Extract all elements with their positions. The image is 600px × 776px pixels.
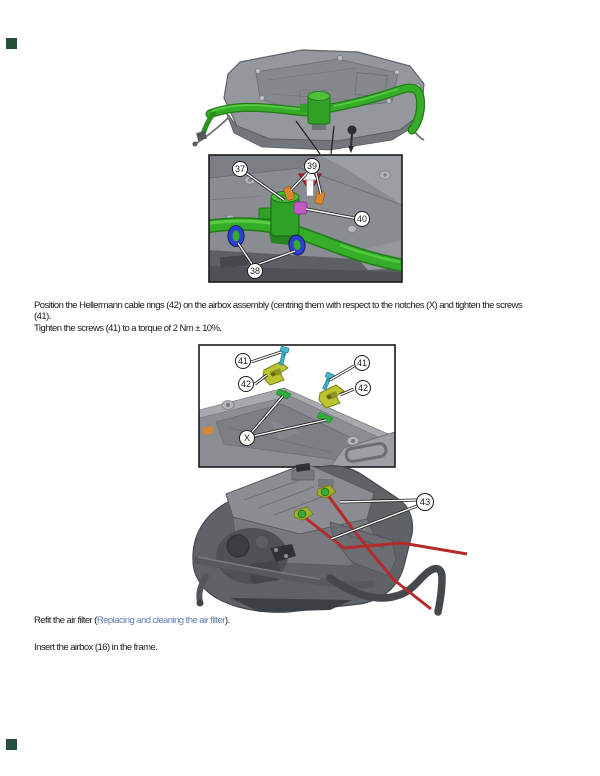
- hellermann-ring-42-left: [262, 361, 289, 386]
- callout-39: 39: [304, 158, 320, 174]
- callout-41-left: 41: [235, 353, 251, 369]
- airbox-top-view-illustration: [192, 49, 426, 153]
- leader-lines-2: [250, 350, 355, 438]
- instruction-insert-text: Insert the airbox (16) in the frame.: [34, 642, 158, 653]
- harness-fitting: [300, 91, 331, 130]
- callout-41-right: 41: [354, 355, 370, 371]
- leader-lines-3: [330, 498, 418, 541]
- green-harness: [196, 83, 426, 141]
- callout-43: 43: [416, 493, 434, 511]
- callout-38: 38: [247, 263, 263, 279]
- callout-42-right: 42: [355, 380, 371, 396]
- instruction-rings: Position the Hellermann cable rings (42)…: [34, 300, 574, 334]
- screw-41-left: [279, 346, 290, 366]
- inset-detail-2: [199, 345, 395, 467]
- instruction-insert: Insert the airbox (16) in the frame.: [34, 642, 574, 653]
- page-corner-mark-bottom: [6, 739, 17, 750]
- refit-text-prefix: Refit the air filter (: [34, 615, 97, 626]
- instruction-rings-line1: Position the Hellermann cable rings (42)…: [34, 300, 523, 311]
- callout-37: 37: [232, 161, 248, 177]
- leader-lines-1: [236, 171, 355, 266]
- drain-hose: [326, 564, 446, 616]
- notch-x-right: [316, 411, 334, 424]
- installed-ring-screw-upper: [316, 484, 337, 499]
- clamps-38: [227, 225, 306, 256]
- page-corner-mark-top: [6, 38, 17, 49]
- callout-42-left: 42: [238, 376, 254, 392]
- installed-ring-screw-lower: [293, 506, 314, 521]
- instruction-rings-line2: (41).: [34, 311, 51, 323]
- instruction-refit: Refit the air filter (Replacing and clea…: [34, 615, 574, 626]
- connector-40: [293, 201, 308, 215]
- callout-x: X: [239, 430, 255, 446]
- air-filter-link[interactable]: Replacing and cleaning the air filter: [96, 615, 226, 626]
- instruction-rings-line3: Tighten the screws (41) to a torque of 2…: [34, 322, 222, 334]
- callout-40: 40: [354, 211, 370, 227]
- hellermann-ring-42-right: [318, 384, 345, 409]
- magnifier-link-lines-1: [295, 120, 335, 155]
- sensor-drop: [347, 125, 357, 153]
- airbox-assembly-illustration: [192, 463, 468, 616]
- red-cables-43: [303, 493, 468, 611]
- notch-x-left: [275, 388, 292, 400]
- refit-text-suffix: ).: [224, 615, 230, 626]
- inset-box-1-border: [208, 154, 403, 283]
